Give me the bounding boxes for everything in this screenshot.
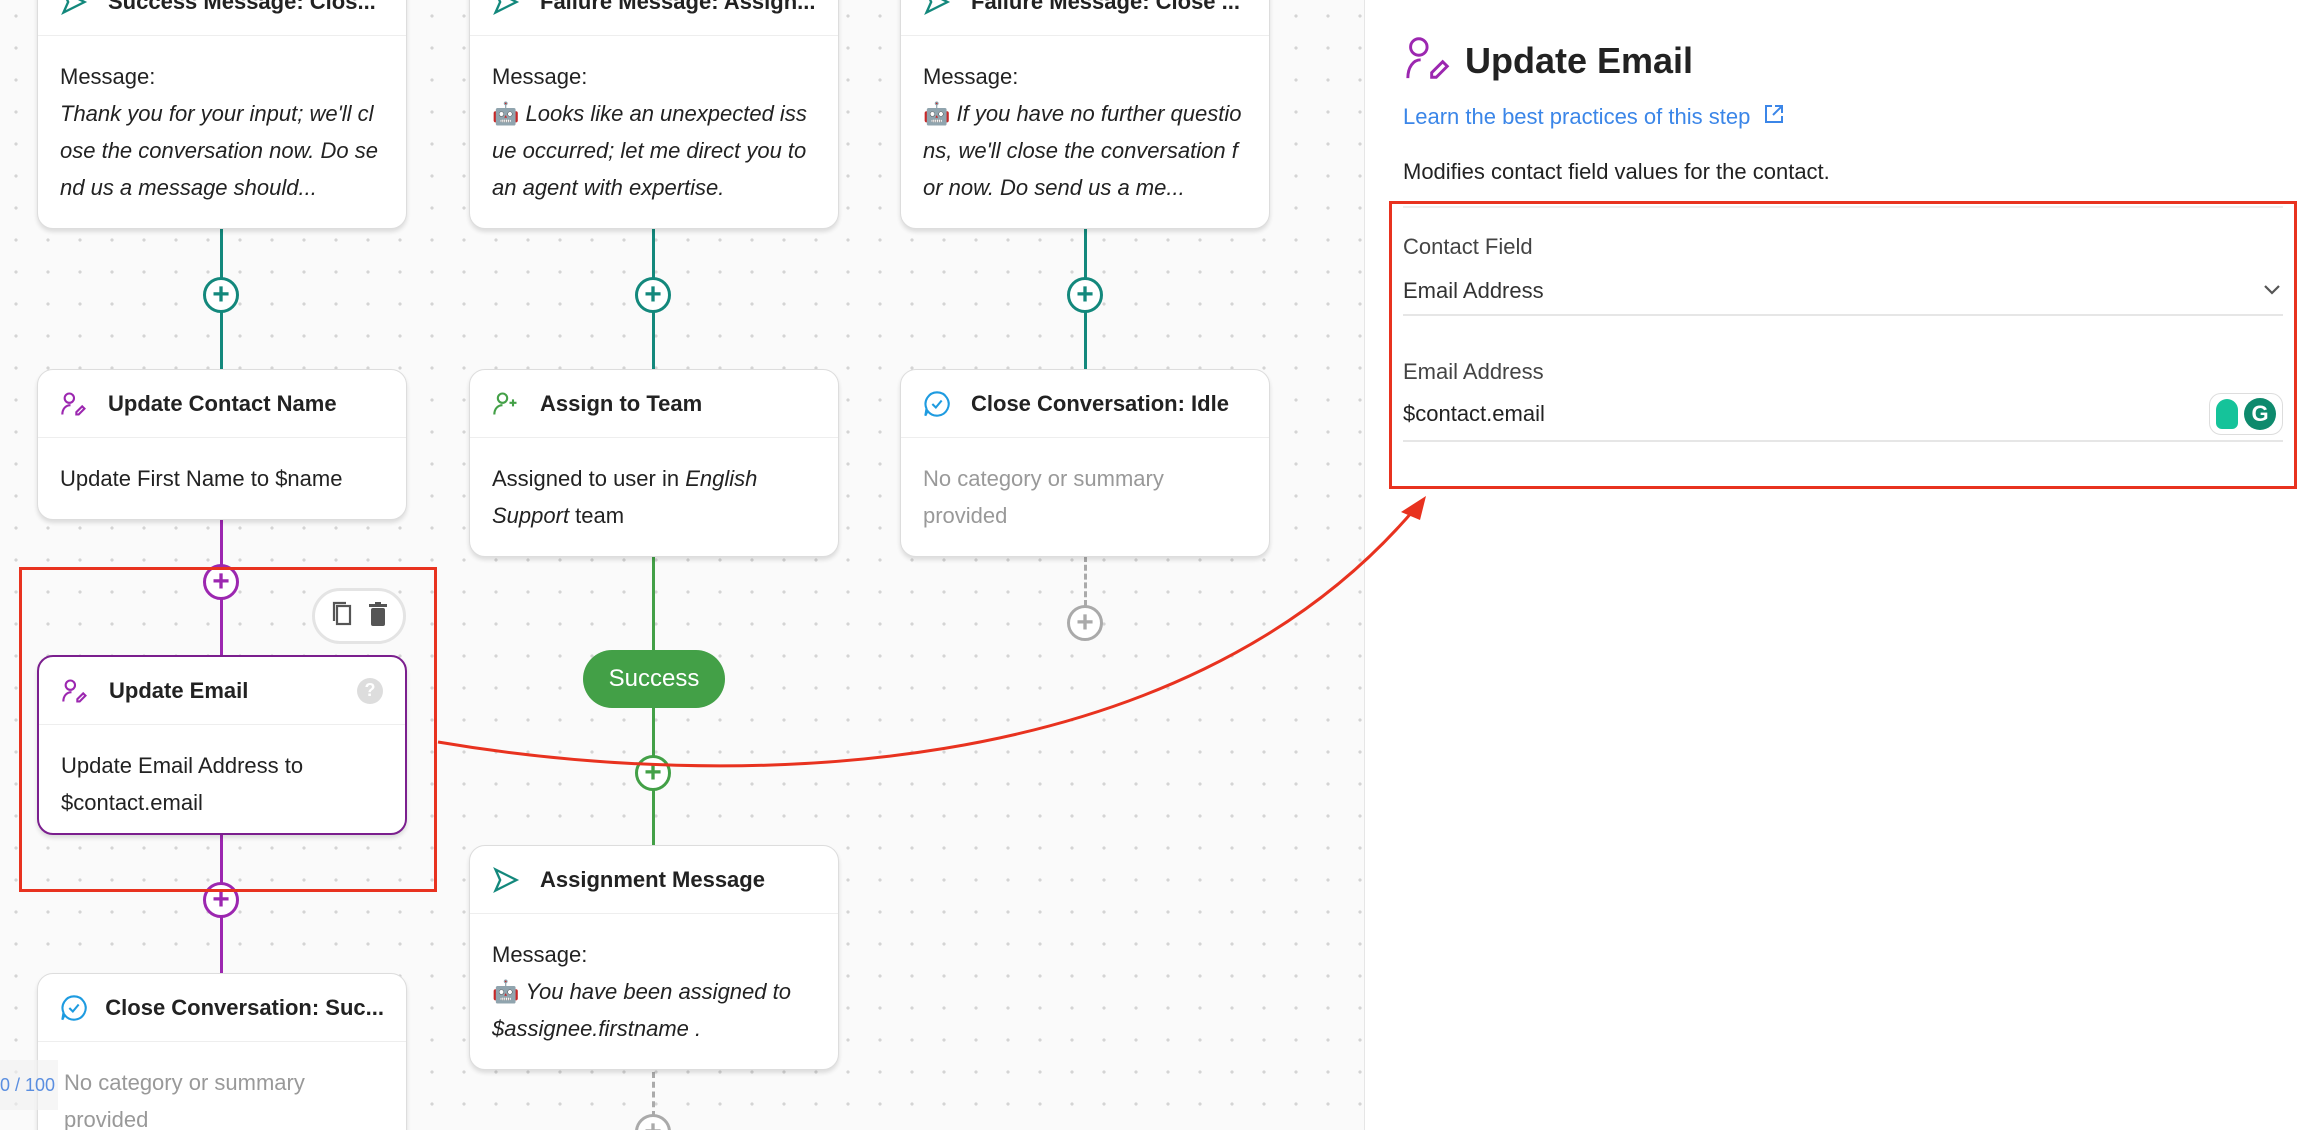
send-icon [923,0,957,16]
email-address-input[interactable]: $contact.email G [1403,388,2283,442]
card-title: Assignment Message [540,866,765,892]
assignment-message-card[interactable]: Assignment Message Message: 🤖 You have be… [469,845,839,1070]
success-message-card[interactable]: Success Message: Clos... Message: Thank y… [37,0,407,229]
connector-dashed [1084,556,1087,606]
chevron-down-icon [2261,278,2283,314]
card-title: Close Conversation: Idle [971,390,1229,416]
add-step-button[interactable]: + [635,277,671,313]
contact-field-value: Email Address [1403,278,1544,303]
body-text: Assigned to user in [492,466,686,491]
add-step-button[interactable]: + [635,755,671,791]
chat-check-icon [60,994,91,1022]
body-text: team [569,503,625,528]
user-add-icon [492,390,526,418]
learn-link-text[interactable]: Learn the best practices of this step [1403,104,1751,129]
robot-icon: 🤖 [492,979,520,1004]
card-title: Failure Message: Close ... [971,0,1240,14]
contact-field-select[interactable]: Email Address [1403,278,2283,316]
card-body: Assigned to user in English Support team [470,438,838,556]
robot-icon: 🤖 [923,101,951,126]
failure-message-assign-card[interactable]: Failure Message: Assign... Message: 🤖 Loo… [469,0,839,229]
node-toolbar [312,588,406,644]
add-step-button[interactable]: + [635,1114,671,1130]
failure-message-close-card[interactable]: Failure Message: Close ... Message: 🤖 If … [900,0,1270,229]
chat-check-icon [923,390,957,418]
external-link-icon [1764,104,1784,130]
message-text: Looks like an unexpected issue occurred;… [492,101,807,200]
update-email-card[interactable]: Update Email? Update Email Address to $c… [37,655,407,835]
grammarly-icon: G [2244,398,2276,430]
flow-canvas[interactable]: + + + + + + + + Success Message: Clos...… [0,0,1365,1130]
add-step-button[interactable]: + [203,277,239,313]
learn-link[interactable]: Learn the best practices of this step [1403,104,1784,130]
card-title: Close Conversation: Suc... [105,994,384,1020]
assign-to-team-card[interactable]: Assign to Team Assigned to user in Engli… [469,369,839,557]
update-contact-name-card[interactable]: Update Contact Name Update First Name to… [37,369,407,520]
add-step-button[interactable]: + [1067,277,1103,313]
lightbulb-icon [2216,399,2238,429]
add-step-button[interactable]: + [203,564,239,600]
connector-dashed [652,1072,655,1117]
send-icon [492,0,526,16]
card-title: Update Email [109,677,249,703]
step-settings-panel: Update Email Learn the best practices of… [1366,0,2304,1130]
message-text: You have been assigned to $assignee.firs… [492,979,791,1041]
message-text: Thank you for your input; we'll close th… [60,101,378,200]
help-icon[interactable]: ? [357,677,383,704]
card-body: No category or summary provided [64,1070,305,1130]
annotation-highlight [1389,201,2297,489]
email-address-label: Email Address [1403,359,1544,384]
close-conversation-idle-card[interactable]: Close Conversation: Idle No category or … [900,369,1270,557]
trash-icon[interactable] [368,601,388,632]
send-icon [492,866,526,894]
user-edit-icon [61,677,95,705]
panel-title: Update Email [1465,39,1694,81]
send-icon [60,0,94,16]
message-label: Message: [60,64,156,89]
close-conversation-success-card[interactable]: Close Conversation: Suc... No category o… [37,973,407,1130]
card-title: Failure Message: Assign... [540,0,816,14]
user-edit-icon [60,390,94,418]
message-label: Message: [492,64,588,89]
divider [1403,206,2283,208]
user-edit-icon [1403,36,1453,85]
add-step-button[interactable]: + [1067,605,1103,641]
card-body: Update Email Address to $contact.email [61,753,304,815]
character-counter: 0 / 100 [0,1060,58,1110]
card-title: Assign to Team [540,390,703,416]
email-address-value: $contact.email [1403,401,1545,426]
step-description: Modifies contact field values for the co… [1403,159,1830,184]
grammarly-widget[interactable]: G [2209,393,2283,435]
message-label: Message: [923,64,1019,89]
contact-field-label: Contact Field [1403,234,1533,259]
annotation-highlight [19,567,437,892]
copy-icon[interactable] [330,600,354,633]
message-label: Message: [492,942,588,967]
card-body: Update First Name to $name [60,466,343,491]
add-step-button[interactable]: + [203,882,239,918]
message-text: If you have no further questions, we'll … [923,101,1242,200]
card-title: Success Message: Clos... [108,0,376,14]
robot-icon: 🤖 [492,101,520,126]
card-body: No category or summary provided [923,466,1164,528]
card-title: Update Contact Name [108,390,337,416]
success-branch-badge: Success [583,650,725,708]
